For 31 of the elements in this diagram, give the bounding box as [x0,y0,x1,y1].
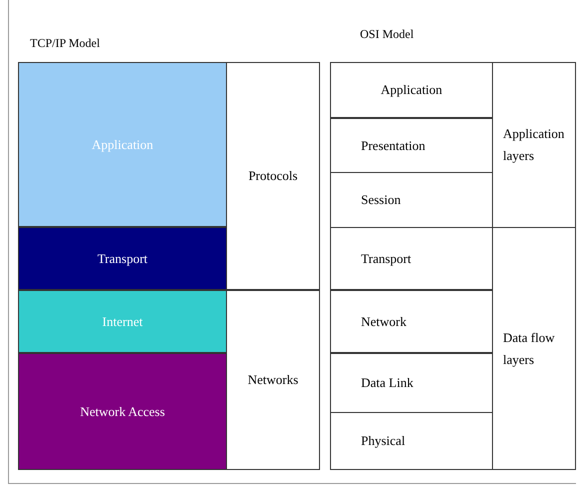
layer-name: Application [380,82,442,98]
layer-name: Network Access [80,404,165,420]
model-title: TCP/IP Model [30,36,100,51]
layer-box [18,227,227,290]
layer-name: Application layers [503,125,566,165]
layer-box [330,118,493,173]
layer-name: Networks [248,372,298,388]
layer-name: Data Link [361,375,414,391]
layer-name: Internet [102,314,143,330]
layer-name: Protocols [248,168,298,184]
layer-name: Presentation [361,138,426,154]
layer-box [330,290,493,353]
layer-name: Physical [361,433,406,449]
layer-box [492,62,576,228]
model-title: OSI Model [360,27,414,42]
layer-box [18,290,227,353]
layer-box [226,290,320,470]
layer-name: Session [361,192,401,208]
layer-box [492,227,576,470]
layer-box [330,62,493,118]
layer-name: Application [92,136,154,152]
layer-name: Network [361,314,406,330]
layer-box [330,412,493,470]
layer-box [18,353,227,470]
layer-name: Data flow layers [503,328,556,369]
layer-box [18,62,227,227]
layer-box [330,353,493,413]
layer-box [330,227,493,290]
layer-box [226,62,320,290]
layer-name: Transport [97,250,148,266]
layer-name: Transport [361,250,412,266]
